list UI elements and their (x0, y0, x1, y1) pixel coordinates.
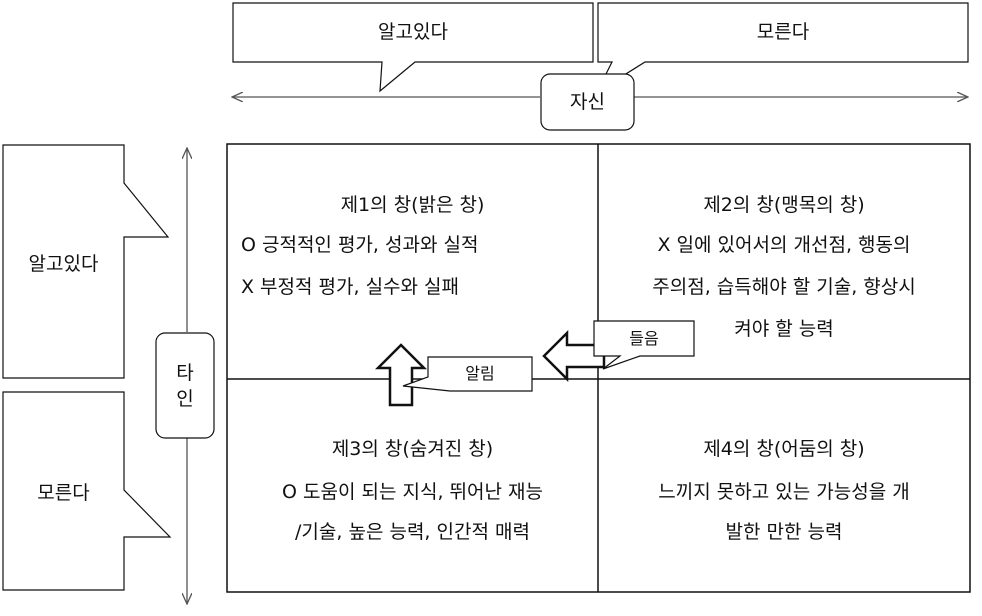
telling-callout-box (402, 356, 533, 392)
window-2-title: 제2의 창(맹목의 창) (703, 194, 865, 216)
window-1-title: 제1의 창(밝은 창) (340, 194, 485, 216)
self-known-callout-box (232, 2, 594, 93)
others-unknown-callout-box (2, 391, 172, 591)
self-axis-label: 자신 (570, 91, 605, 113)
window-2-line-3: 켜야 할 능력 (734, 318, 834, 340)
self-axis-label-box (540, 73, 635, 131)
others-unknown-label: 모른다 (37, 482, 90, 504)
window-3-line-1: O 도움이 되는 지식, 뛰어난 재능 (282, 481, 543, 503)
others-known-label: 알고있다 (28, 253, 99, 275)
window-4-line-2: 발한 만한 능력 (725, 521, 843, 543)
self-unknown-callout-box (595, 2, 969, 94)
others-known-callout-box (2, 144, 170, 379)
listening-callout-box (593, 320, 695, 370)
window-1-line-2: X 부정적 평가, 실수와 실패 (241, 276, 460, 298)
window-2-line-1: X 일에 있어서의 개선점, 행동의 (657, 234, 911, 256)
others-axis-label-char-1: 타 (176, 362, 194, 384)
window-3-title: 제3의 창(숨겨진 창) (331, 438, 494, 460)
listening-callout-label: 들음 (629, 329, 659, 348)
others-axis-label-char-2: 인 (176, 388, 194, 410)
self-known-label: 알고있다 (378, 21, 448, 43)
telling-up-arrow (374, 343, 428, 407)
telling-callout-label: 알림 (465, 364, 495, 383)
window-2-line-2: 주의점, 습득해야 할 기술, 향상시 (652, 276, 916, 298)
window-4-line-1: 느끼지 못하고 있는 가능성을 개 (658, 481, 910, 503)
window-1-line-1: O 긍적적인 평가, 성과와 실적 (241, 234, 479, 256)
self-unknown-label: 모른다 (756, 21, 810, 43)
others-axis-label-box (155, 332, 215, 439)
window-3-line-2: /기술, 높은 능력, 인간적 매력 (295, 521, 530, 543)
window-4-title: 제4의 창(어둠의 창) (703, 438, 865, 460)
